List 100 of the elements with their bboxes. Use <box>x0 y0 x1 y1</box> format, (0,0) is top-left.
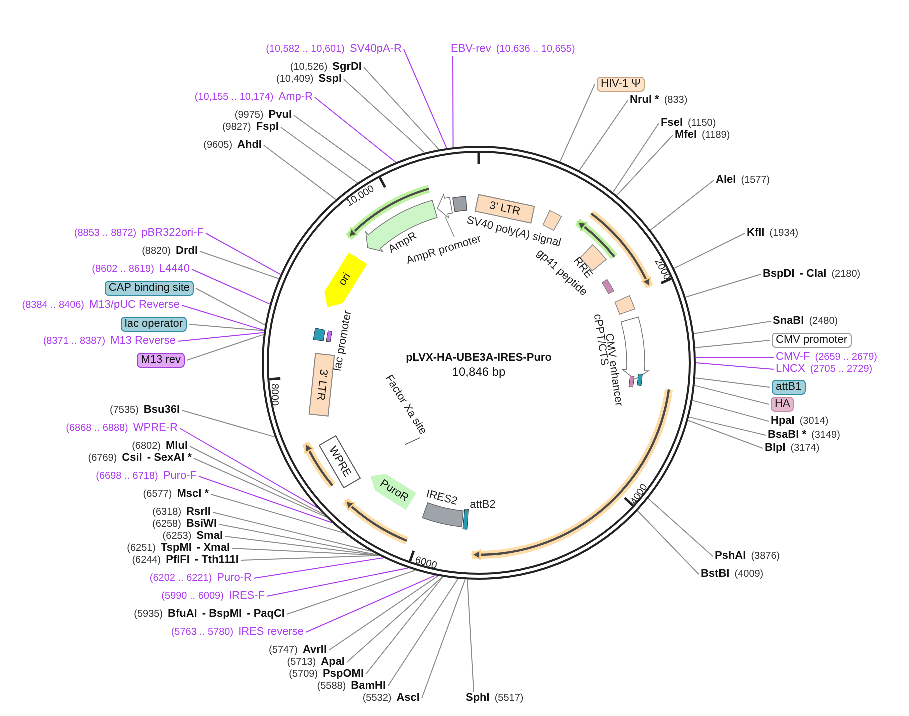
enzyme-name: PshAI <box>715 550 746 563</box>
primer-range: (6698 .. 6718) <box>96 470 158 483</box>
leader-line <box>404 49 448 149</box>
primer-name: LNCX <box>776 363 806 376</box>
position-number: (8820) <box>142 245 171 258</box>
position-number: (9975) <box>234 109 264 122</box>
primer-name: L4440 <box>159 263 190 276</box>
primer-range: (6868 .. 6888) <box>66 422 128 435</box>
leader-line <box>694 385 770 405</box>
leader-line <box>210 494 345 534</box>
leader-line <box>240 555 380 561</box>
enzyme-name: SphI <box>466 692 490 705</box>
position-number: (5517) <box>494 692 524 705</box>
feature-box: 3' LTR <box>308 353 336 417</box>
enzyme-name: HpaI <box>771 415 795 428</box>
enzyme-name: MfeI <box>675 129 697 142</box>
leader-line <box>286 570 416 615</box>
position-number: (6244) <box>132 554 162 567</box>
position-number: (6251) <box>127 542 156 555</box>
position-number: (1150) <box>688 117 716 130</box>
primer-name: M13/pUC Reverse <box>90 299 180 312</box>
plasmid-name: pLVX-HA-UBE3A-IRES-Puro <box>406 352 552 364</box>
primer-name: EBV-rev <box>451 43 492 56</box>
enzyme-name: AvrII <box>302 644 327 657</box>
enzyme-name: BstBI <box>701 568 730 581</box>
position-number: (7535) <box>110 404 139 417</box>
position-number: (2480) <box>809 315 838 328</box>
feature-tag: HA <box>771 397 794 412</box>
enzyme-name: NruI * <box>630 94 660 107</box>
leader-line <box>182 305 265 332</box>
leader-line <box>194 458 327 518</box>
position-number: (4009) <box>734 568 764 581</box>
primer-name: CMV-F <box>776 351 810 364</box>
enzyme-name: MluI <box>166 440 188 453</box>
enzyme-name: PvuI <box>268 109 292 122</box>
leader-line <box>685 274 762 298</box>
leader-line <box>182 410 276 438</box>
leader-line <box>696 362 774 370</box>
position-number: (1934) <box>770 227 799 240</box>
primer-range: (8371 .. 8387) <box>43 335 106 348</box>
leader-line <box>612 123 660 193</box>
leader-line <box>579 100 628 172</box>
position-number: (6802) <box>132 440 161 453</box>
enzyme-name: MscI * <box>177 488 209 501</box>
position-number: (5935) <box>134 608 164 621</box>
primer-name: pBR322ori-F <box>142 227 204 240</box>
leader-line <box>650 180 714 231</box>
position-number: (1577) <box>741 174 770 187</box>
leader-line <box>306 575 436 633</box>
enzyme-name: KflI <box>747 227 765 240</box>
leader-line <box>200 251 280 280</box>
enzyme-name: ApaI <box>321 656 345 669</box>
leader-line <box>254 558 384 579</box>
leader-line <box>422 579 466 699</box>
enzyme-name: SgrDI <box>332 61 362 74</box>
enzyme-name: PspOMI <box>323 668 364 681</box>
plasmid-size: 10,846 bp <box>452 364 506 378</box>
primer-name: Amp-R <box>278 91 313 104</box>
leader-line <box>688 416 766 436</box>
primer-range: (2659 .. 2679) <box>815 351 878 364</box>
leader-line <box>560 84 596 162</box>
primer-name: M13 Reverse <box>110 335 176 348</box>
primer-name: SV40pA-R <box>350 43 402 56</box>
leader-line <box>346 576 444 663</box>
feature-tag: CAP binding site <box>104 281 194 296</box>
enzyme-name: TspMI <box>161 542 192 555</box>
primer-range: (10,582 .. 10,601) <box>266 43 346 56</box>
leader-line <box>178 332 265 342</box>
leader-line <box>280 127 358 184</box>
leader-line <box>616 135 674 196</box>
enzyme-name: BspDI <box>763 268 795 281</box>
primer-name: IRES-F <box>228 590 265 603</box>
enzyme-name: FspI <box>256 121 279 134</box>
enzyme-name: SspI <box>318 73 342 86</box>
feature-tag: M13 rev <box>137 353 185 368</box>
leader-line <box>186 334 264 361</box>
primer-name: Puro-R <box>217 572 252 585</box>
position-number: (5588) <box>317 680 346 693</box>
leader-line <box>224 536 380 556</box>
primer-name: WPRE-R <box>133 422 178 435</box>
enzyme-name: AhdI <box>238 139 262 152</box>
enzyme-name: - Tth111I <box>194 554 239 567</box>
position-number: (6577) <box>143 488 172 501</box>
leader-line <box>264 145 337 200</box>
leader-line <box>692 400 770 422</box>
leader-line <box>688 420 764 449</box>
position-number: (10,409) <box>276 73 314 86</box>
leader-line <box>694 321 772 334</box>
leader-line <box>695 378 770 388</box>
enzyme-name: AscI <box>396 692 420 705</box>
leader-line <box>212 512 372 552</box>
enzyme-name: Bsu36I <box>144 404 180 417</box>
leader-line <box>218 524 379 556</box>
leader-line <box>192 269 271 305</box>
enzyme-name: PflFI <box>166 554 190 567</box>
enzyme-name: BamHI <box>351 680 386 693</box>
tick-label: 6000 <box>414 555 438 573</box>
feature-tag: CMV promoter <box>772 333 852 348</box>
primer-range: (5763 .. 5780) <box>171 626 234 639</box>
position-number: (1189) <box>702 129 730 142</box>
